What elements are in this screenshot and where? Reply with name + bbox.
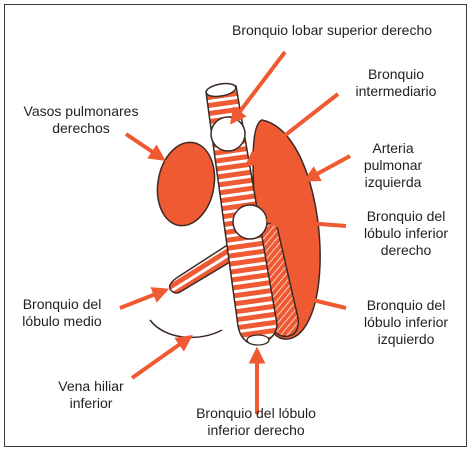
arrow-left-pulmonary-artery [306,156,350,180]
arrow-right-pulmonary-vessels [126,134,163,159]
label-left-pulmonary-artery: Arteria pulmonar izquierda [356,140,430,191]
right-pulmonary-vessels-shape [151,138,221,230]
label-inferior-hilar-vein: Vena hiliar inferior [46,378,136,412]
label-right-upper-lobar-bronchus: Bronquio lobar superior derecho [232,22,432,39]
right-upper-lobe-bronchus-orifice [211,117,245,151]
label-right-lower-lobe-bronchus-bottom: Bronquio del lóbulo inferior derecho [176,405,336,439]
label-bronchus-intermedius: Bronquio intermediario [340,66,452,100]
label-left-lower-lobe-bronchus: Bronquio del lóbulo inferior izquierdo [352,297,460,348]
right-lower-lobe-bronchus-orifice [233,205,267,239]
inferior-hilar-vein-curve [150,320,222,337]
arrow-inferior-hilar-vein [132,337,190,378]
arrow-upper-lobe-bronchus [232,52,285,122]
label-right-lower-lobe-bronchus-side: Bronquio del lóbulo inferior derecho [352,208,460,259]
label-middle-lobe-bronchus: Bronquio del lóbulo medio [14,296,110,330]
arrow-middle-lobe-bronchus [120,290,166,308]
label-right-pulmonary-vessels: Vasos pulmonares derechos [16,103,146,137]
